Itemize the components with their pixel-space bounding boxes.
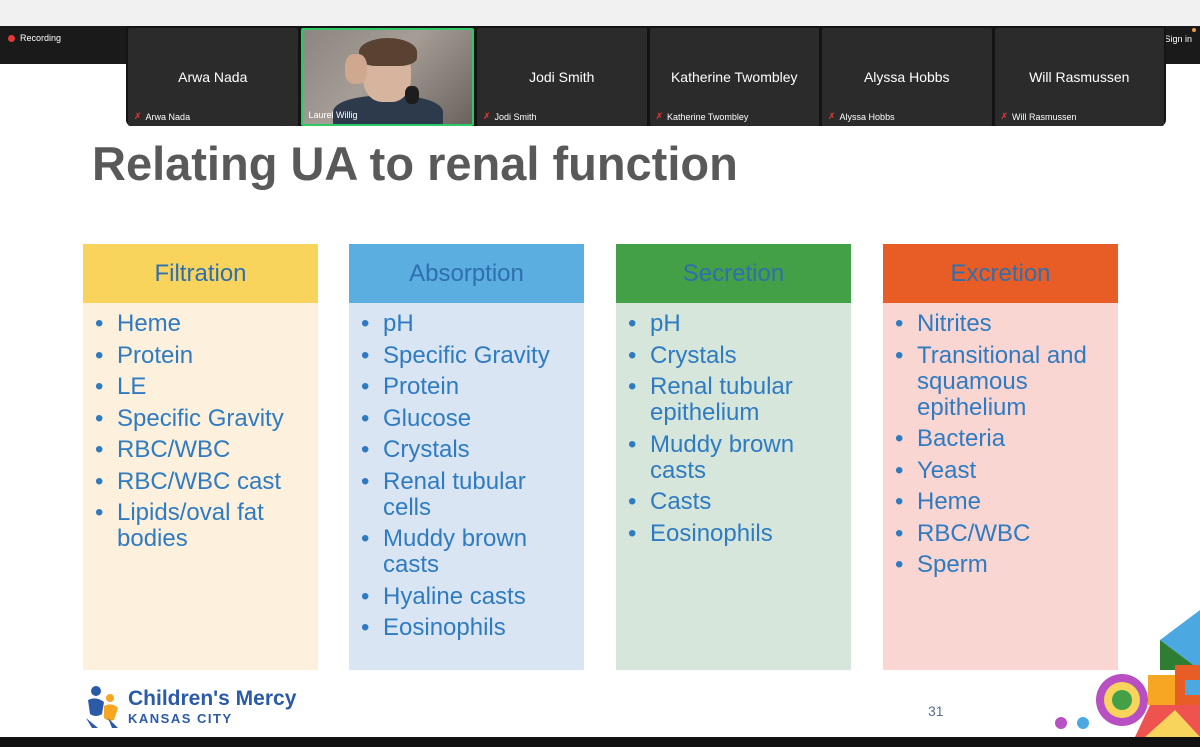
list-item: Protein	[95, 342, 308, 369]
list-item: Lipids/oval fat bodies	[95, 500, 308, 552]
childrens-mercy-logo-icon	[84, 684, 122, 728]
window-top-bar	[0, 0, 1200, 26]
column-body: pH Specific Gravity Protein Glucose Crys…	[349, 303, 584, 670]
participant-label-text: Arwa Nada	[145, 111, 191, 122]
participant-name: Will Rasmussen	[1029, 69, 1130, 85]
participant-name: Arwa Nada	[178, 69, 248, 85]
list-item: pH	[361, 311, 574, 338]
participant-label-text: Katherine Twombley	[667, 111, 749, 122]
recording-dot-icon	[8, 34, 15, 42]
participant-label-text: Will Rasmussen	[1012, 111, 1077, 122]
list-item: Transitional and squamous epithelium	[895, 342, 1108, 421]
list-item: RBC/WBC	[895, 520, 1108, 547]
column-body: Heme Protein LE Specific Gravity RBC/WBC…	[83, 303, 318, 670]
list-item: Hyaline casts	[361, 583, 574, 610]
muted-mic-icon: ✗	[134, 111, 142, 121]
muted-mic-icon: ✗	[483, 111, 491, 121]
participant-label: ✗ Will Rasmussen	[1001, 111, 1077, 122]
participant-label-text: Alyssa Hobbs	[839, 111, 895, 122]
list-item: Sperm	[895, 552, 1108, 579]
headset-icon	[404, 86, 419, 104]
participant-name: Alyssa Hobbs	[863, 69, 950, 85]
bullet-list: Heme Protein LE Specific Gravity RBC/WBC…	[95, 311, 308, 552]
column-absorption: Absorption pH Specific Gravity Protein G…	[349, 244, 584, 670]
decorative-pattern	[1096, 610, 1200, 737]
bottom-bar	[0, 737, 1200, 747]
logo-main-text: Children's Mercy	[128, 686, 297, 710]
sign-in-button[interactable]: Sign in	[1164, 34, 1192, 44]
list-item: RBC/WBC cast	[95, 468, 308, 495]
list-item: Renal tubular cells	[361, 468, 574, 521]
column-excretion: Excretion Nitrites Transitional and squa…	[883, 244, 1118, 670]
logo-sub-text: KANSAS CITY	[128, 710, 233, 726]
list-item: Eosinophils	[628, 520, 841, 547]
participant-label: ✗ Alyssa Hobbs	[828, 111, 895, 122]
list-item: Specific Gravity	[361, 342, 574, 369]
column-header: Excretion	[883, 244, 1118, 303]
column-filtration: Filtration Heme Protein LE Specific Grav…	[83, 244, 318, 670]
recording-indicator[interactable]: Recording	[8, 33, 61, 43]
list-item: Protein	[361, 374, 574, 401]
participant-label: ✗ Katherine Twombley	[656, 111, 749, 122]
column-header: Absorption	[349, 244, 584, 303]
slide-page-number: 31	[928, 703, 944, 719]
list-item: RBC/WBC	[95, 437, 308, 464]
recording-label: Recording	[20, 33, 62, 43]
childrens-mercy-logo: Children's Mercy KANSAS CITY	[84, 684, 296, 728]
participant-tile-will-rasmussen[interactable]: Will Rasmussen ✗ Will Rasmussen	[994, 28, 1164, 126]
participant-label: ✗ Arwa Nada	[134, 111, 190, 122]
list-item: Glucose	[361, 405, 574, 432]
column-body: Nitrites Transitional and squamous epith…	[883, 303, 1118, 670]
list-item: Heme	[895, 489, 1108, 516]
muted-mic-icon: ✗	[655, 111, 664, 121]
decor-dot-purple	[1055, 717, 1067, 729]
logo-text: Children's Mercy KANSAS CITY	[128, 687, 296, 726]
list-item: Bacteria	[895, 426, 1108, 453]
participant-label: Laurel Willig	[309, 110, 358, 120]
list-item: Nitrites	[895, 311, 1108, 338]
list-item: Renal tubular epithelium	[628, 374, 841, 426]
column-body: pH Crystals Renal tubular epithelium Mud…	[616, 303, 851, 670]
slide-title: Relating UA to renal function	[92, 137, 738, 190]
bullet-list: pH Crystals Renal tubular epithelium Mud…	[628, 311, 841, 547]
participant-tile-jodi-smith[interactable]: Jodi Smith ✗ Jodi Smith	[477, 28, 647, 126]
participant-label-text: Jodi Smith	[494, 111, 537, 122]
column-header: Secretion	[616, 244, 851, 303]
participant-label-text: Laurel Willig	[308, 110, 358, 120]
video-person-hair	[358, 38, 417, 66]
column-header: Filtration	[83, 244, 318, 303]
list-item: Heme	[95, 311, 308, 338]
list-item: Eosinophils	[361, 615, 574, 642]
participant-name: Katherine Twombley	[670, 69, 798, 85]
muted-mic-icon: ✗	[828, 111, 836, 121]
bullet-list: Nitrites Transitional and squamous epith…	[895, 311, 1108, 579]
muted-mic-icon: ✗	[1000, 111, 1009, 121]
list-item: Crystals	[628, 342, 841, 369]
bullet-list: pH Specific Gravity Protein Glucose Crys…	[361, 311, 574, 642]
participant-name: Jodi Smith	[529, 69, 595, 85]
participant-tile-alyssa-hobbs[interactable]: Alyssa Hobbs ✗ Alyssa Hobbs	[822, 28, 992, 126]
list-item: Crystals	[361, 437, 574, 464]
list-item: LE	[95, 374, 308, 401]
participant-tile-katherine-twombley[interactable]: Katherine Twombley ✗ Katherine Twombley	[649, 28, 819, 126]
participant-label: ✗ Jodi Smith	[483, 111, 537, 122]
participant-strip: Arwa Nada ✗ Arwa Nada Laurel Willig Jodi…	[126, 26, 1166, 126]
participant-tile-laurel-willig[interactable]: Laurel Willig	[300, 28, 474, 126]
list-item: Yeast	[895, 457, 1108, 484]
participant-tile-arwa-nada[interactable]: Arwa Nada ✗ Arwa Nada	[128, 28, 298, 126]
column-secretion: Secretion pH Crystals Renal tubular epit…	[616, 244, 851, 670]
notification-dot-icon	[1192, 28, 1196, 32]
list-item: Muddy brown casts	[361, 526, 574, 578]
video-person-hand	[344, 54, 367, 84]
list-item: Muddy brown casts	[628, 431, 841, 484]
decor-dot-blue	[1077, 717, 1089, 729]
list-item: Casts	[628, 489, 841, 516]
list-item: Specific Gravity	[95, 405, 308, 432]
list-item: pH	[628, 311, 841, 338]
